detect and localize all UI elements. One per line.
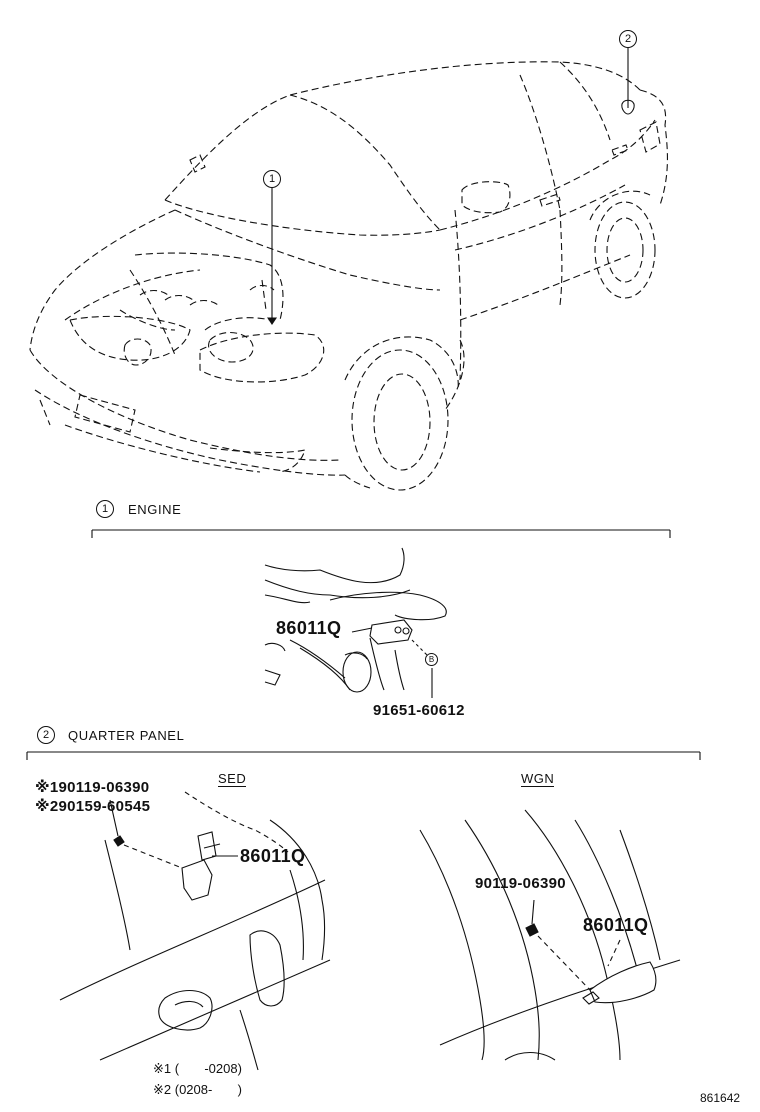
callout-2: 2 — [619, 30, 637, 48]
engine-section-title: ENGINE — [128, 502, 182, 517]
engine-detail-drawing — [265, 548, 446, 698]
sed-variant-label: SED — [218, 771, 247, 787]
wgn-detail-drawing — [420, 810, 680, 1060]
bolt-b-marker: B — [425, 653, 438, 666]
quarter-section-bracket — [27, 752, 700, 760]
engine-part-number: 86011Q — [276, 618, 342, 638]
sed-bolt-number-1: ※190119-06390 — [35, 779, 150, 796]
sed-note-1: ※1 ( -0208) — [153, 1061, 242, 1076]
diagram-code: 861642 — [700, 1091, 741, 1105]
main-callout-leaders — [268, 48, 634, 324]
quarter-section-title: QUARTER PANEL — [68, 728, 185, 743]
engine-bolt-number: 91651-60612 — [373, 702, 465, 719]
sed-part-number: 86011Q — [240, 846, 306, 866]
sed-note-2: ※2 (0208- ) — [153, 1082, 242, 1097]
section-2-number: 2 — [37, 726, 55, 744]
callout-1: 1 — [263, 170, 281, 188]
wgn-bolt-number: 90119-06390 — [475, 875, 566, 892]
sed-detail-drawing — [60, 792, 330, 1070]
sed-bolt-number-2: ※290159-60545 — [35, 798, 151, 815]
section-1-number: 1 — [96, 500, 114, 518]
wgn-variant-label: WGN — [521, 771, 555, 787]
car-illustration — [30, 62, 667, 490]
wgn-part-number: 86011Q — [583, 915, 649, 935]
engine-section-bracket — [92, 530, 670, 538]
